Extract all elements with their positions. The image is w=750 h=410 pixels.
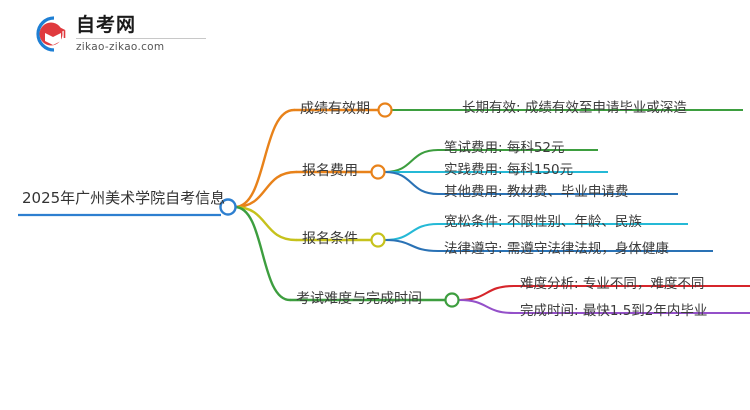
logo-divider <box>76 38 206 39</box>
leaf-connector-3-1 <box>457 298 516 315</box>
leaf-connector-3-0 <box>457 284 516 302</box>
leaf-node-label-1-1[interactable]: 实践费用: 每科150元 <box>444 162 574 178</box>
branch-connector-1 <box>233 170 298 209</box>
branch-node-label-0[interactable]: 成绩有效期 <box>300 101 370 117</box>
branch-connector-3 <box>233 205 292 302</box>
leaf-connector-1-0 <box>383 148 440 174</box>
leaf-node-label-1-0[interactable]: 笔试费用: 每科52元 <box>444 140 565 156</box>
branch-connector-0 <box>233 108 296 209</box>
logo-domain: zikao-zikao.com <box>76 41 165 53</box>
graduation-cap-icon <box>36 16 66 52</box>
branch-node-label-3[interactable]: 考试难度与完成时间 <box>296 291 422 307</box>
leaf-node-label-0-0[interactable]: 长期有效: 成绩有效至申请毕业或深造 <box>462 100 687 116</box>
root-node-circle[interactable] <box>219 198 237 216</box>
root-node-label[interactable]: 2025年广州美术学院自考信息 <box>22 189 226 207</box>
branch-node-label-1[interactable]: 报名费用 <box>302 163 358 179</box>
logo-title: 自考网 <box>76 14 137 36</box>
branch-node-circle-3[interactable] <box>444 292 460 308</box>
leaf-node-label-2-1[interactable]: 法律遵守: 需遵守法律法规，身体健康 <box>444 241 669 257</box>
branch-node-circle-2[interactable] <box>370 232 386 248</box>
branch-node-circle-1[interactable] <box>370 164 386 180</box>
leaf-connector-1-2 <box>383 170 440 196</box>
leaf-connector-2-0 <box>383 222 440 242</box>
leaf-node-label-2-0[interactable]: 宽松条件: 不限性别、年龄、民族 <box>444 214 642 230</box>
branch-node-circle-0[interactable] <box>377 102 393 118</box>
branch-node-label-2[interactable]: 报名条件 <box>302 231 358 247</box>
leaf-node-label-3-1[interactable]: 完成时间: 最快1.5到2年内毕业 <box>520 303 708 319</box>
leaf-node-label-3-0[interactable]: 难度分析: 专业不同，难度不同 <box>520 276 705 292</box>
leaf-connector-2-1 <box>383 238 440 253</box>
leaf-node-label-1-2[interactable]: 其他费用: 教材费、毕业申请费 <box>444 184 629 200</box>
branch-connector-2 <box>233 205 298 242</box>
site-logo: 自考网 zikao-zikao.com <box>28 10 238 58</box>
